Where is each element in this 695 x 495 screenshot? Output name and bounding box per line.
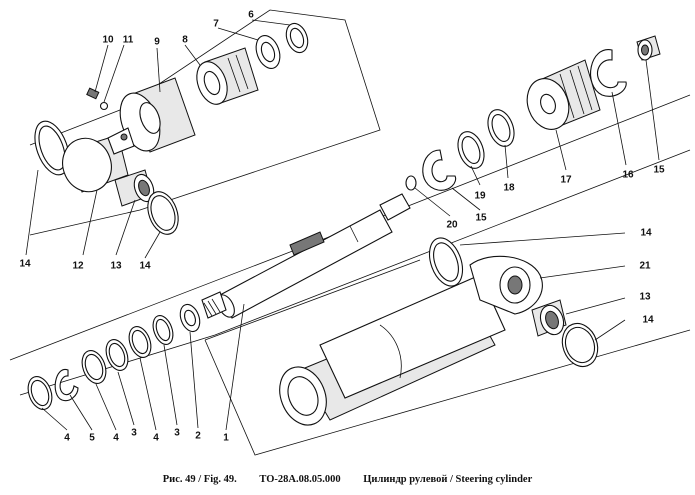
label-20: 20 [446, 220, 458, 231]
label-12: 12 [72, 261, 84, 272]
bushing-13-lower [531, 299, 567, 337]
figure-caption: Рис. 49 / Fig. 49. ТО-28А.08.05.000 Цили… [0, 474, 695, 490]
label-13-a: 13 [110, 261, 122, 272]
snap-ring-14-upper [147, 191, 179, 235]
figure-number: Рис. 49 / Fig. 49. [162, 474, 237, 485]
seal-ring-19 [457, 131, 485, 169]
ring-3-b [105, 339, 129, 371]
piston-rod-1 [201, 193, 411, 319]
label-15-b: 15 [475, 213, 487, 224]
label-15-a: 15 [653, 165, 665, 176]
cylinder-body-21 [279, 255, 543, 426]
label-2: 2 [195, 431, 201, 442]
label-19: 19 [474, 191, 486, 202]
label-14-d: 14 [642, 315, 654, 326]
label-17: 17 [560, 175, 572, 186]
washer-11 [99, 101, 109, 111]
label-9: 9 [154, 37, 160, 48]
guide-ring-2 [179, 303, 201, 333]
label-14-b: 14 [139, 261, 151, 272]
label-10: 10 [102, 35, 114, 46]
label-3-b: 3 [174, 428, 180, 439]
ring-6 [285, 22, 309, 54]
label-13-b: 13 [639, 292, 651, 303]
label-8: 8 [182, 35, 188, 46]
upper-band-frame [29, 9, 381, 236]
ring-4-c [27, 376, 53, 410]
ring-4-a [128, 326, 152, 358]
label-4-a: 4 [64, 433, 70, 444]
o-ring-20 [405, 175, 417, 191]
rod-end-eye-12 [62, 127, 135, 193]
seal-14-lower [428, 237, 464, 287]
piston-17 [526, 59, 601, 130]
label-5: 5 [89, 433, 95, 444]
guide-sleeve-8 [196, 47, 259, 105]
ring-7 [255, 35, 281, 69]
label-3-a: 3 [131, 428, 137, 439]
leader-lines [25, 19, 660, 431]
label-7: 7 [213, 19, 219, 30]
rod-thread [203, 298, 221, 317]
ring-3-a [152, 315, 174, 345]
label-16: 16 [622, 170, 634, 181]
drawing-code: ТО-28А.08.05.000 [259, 474, 341, 485]
seal-ring-18 [487, 109, 515, 147]
label-18: 18 [503, 183, 515, 194]
figure-title: Цилиндр рулевой / Steering cylinder [363, 474, 533, 485]
ring-4-b [81, 350, 107, 384]
split-ring-15-middle [422, 149, 457, 191]
label-21: 21 [639, 261, 651, 272]
label-1: 1 [223, 433, 229, 444]
label-14-a: 14 [19, 259, 31, 270]
nut-9 [119, 77, 196, 153]
bushing-13-upper [114, 169, 155, 207]
snap-ring-5 [54, 369, 79, 402]
callout-numbers: 10 11 9 8 7 6 14 12 13 14 19 18 17 16 15… [19, 10, 665, 444]
nut-15-right [636, 35, 661, 61]
label-6: 6 [248, 10, 254, 21]
label-4-b: 4 [113, 433, 119, 444]
label-14-c: 14 [640, 228, 652, 239]
split-ring-16 [589, 49, 627, 97]
seal-14-left [34, 120, 70, 176]
label-11: 11 [123, 35, 134, 46]
label-4-c: 4 [153, 433, 159, 444]
bolt-10 [86, 87, 100, 100]
